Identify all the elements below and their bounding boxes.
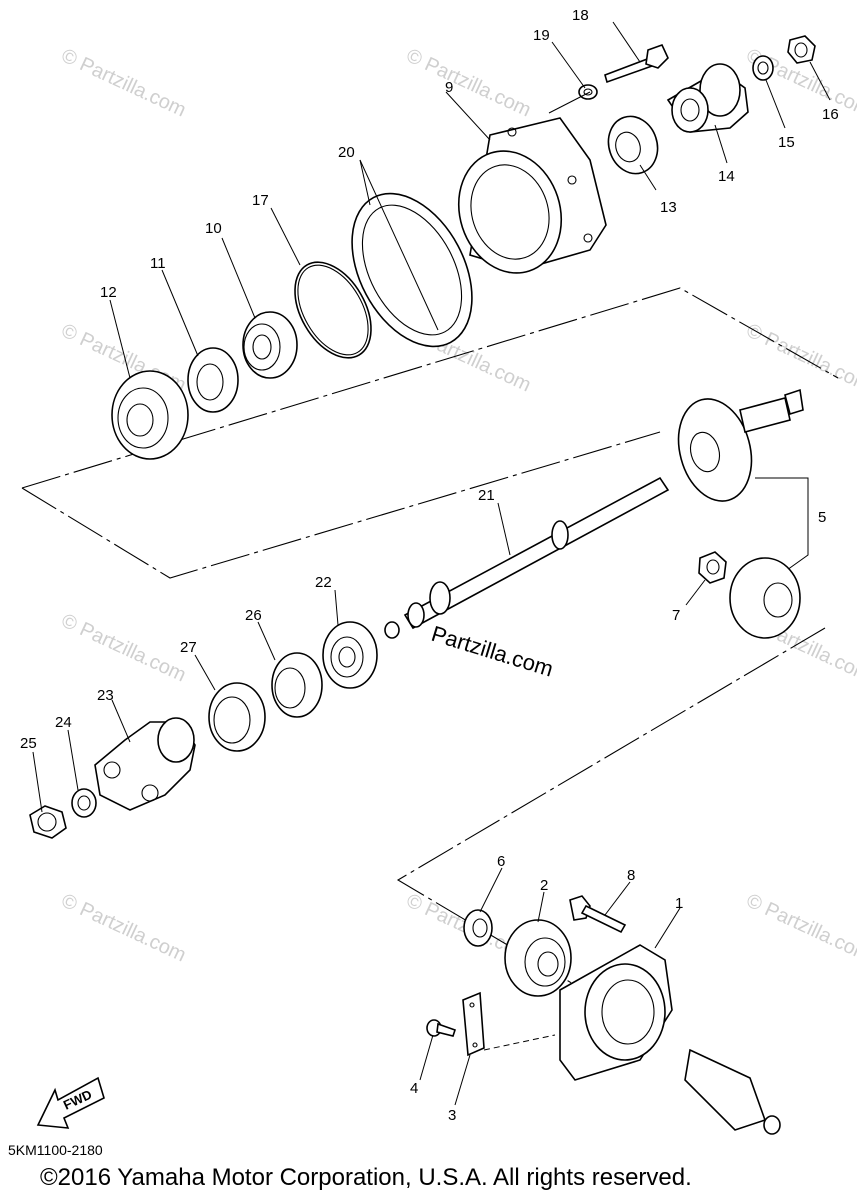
part-6-shim (463, 909, 493, 947)
watermark-1: © Partzilla.com (58, 45, 189, 122)
bracket-5 (755, 477, 809, 576)
outline-upper-bottom (21, 431, 661, 579)
part-7-nut (698, 551, 727, 584)
watermarks: © Partzilla.com © Partzilla.com © Partzi… (58, 45, 857, 967)
part-14-coupling (666, 63, 749, 133)
callout-10: 10 (205, 220, 222, 237)
lead-plate-housing (483, 1034, 556, 1051)
part-12-seal (111, 370, 189, 460)
part-25-nut (29, 805, 67, 839)
outline-lower (396, 627, 826, 989)
callout-15: 15 (778, 134, 795, 151)
callout-20: 20 (338, 144, 355, 161)
part-2-bearing (504, 919, 572, 997)
fwd-arrow-icon: FWD (36, 1076, 105, 1129)
part-23-yoke (94, 717, 196, 811)
callout-2: 2 (540, 877, 548, 894)
callout-14: 14 (718, 168, 735, 185)
watermark-6: © Partzilla.com (743, 320, 857, 397)
callout-6: 6 (497, 853, 505, 870)
watermark-7: © Partzilla.com (58, 610, 189, 687)
callout-4: 4 (410, 1080, 418, 1097)
part-10-bearing (242, 311, 298, 379)
callout-3: 3 (448, 1107, 456, 1124)
callout-19: 19 (533, 27, 550, 44)
part-11-spline-nut (187, 347, 239, 413)
callout-17: 17 (252, 192, 269, 209)
outline-upper-top (21, 287, 839, 489)
part-5-gear-set (677, 388, 804, 639)
part-22-bearing (322, 621, 378, 689)
part-8-bolt (569, 895, 627, 934)
diagram-code: 5KM1100-2180 (8, 1142, 103, 1158)
watermark-2: © Partzilla.com (403, 45, 534, 122)
part-19-washer (578, 84, 598, 100)
assembly-outlines (21, 287, 839, 989)
callout-23: 23 (97, 687, 114, 704)
callout-22: 22 (315, 574, 332, 591)
callout-11: 11 (150, 255, 166, 272)
callout-26: 26 (245, 607, 262, 624)
callout-25: 25 (20, 735, 37, 752)
callout-7: 7 (672, 607, 680, 624)
part-18-bolt (604, 44, 669, 84)
part-21-shaft (384, 476, 670, 639)
part-4-screw (426, 1019, 457, 1037)
part-17-o-ring (294, 261, 372, 359)
callout-24: 24 (55, 714, 72, 731)
part-13-seal (607, 115, 659, 175)
watermark-9: © Partzilla.com (58, 890, 189, 967)
part-24-washer (71, 788, 97, 818)
callout-18: 18 (572, 7, 589, 24)
part-15-washer (752, 55, 774, 81)
callout-27: 27 (180, 639, 197, 656)
part-26-ring-nut (271, 652, 323, 718)
watermark-11: © Partzilla.com (743, 890, 857, 967)
part-20-gasket (351, 192, 473, 348)
part-3-plate (462, 991, 485, 1057)
copyright-notice: ©2016 Yamaha Motor Corporation, U.S.A. A… (40, 1164, 692, 1191)
callout-16: 16 (822, 106, 839, 123)
leader-lines (32, 21, 831, 1106)
callout-8: 8 (627, 867, 635, 884)
callout-5: 5 (818, 509, 826, 526)
callouts: 1 2 3 4 5 6 7 8 9 10 11 12 13 14 15 16 1… (20, 7, 839, 1124)
part-1-housing (559, 944, 781, 1135)
part-9-housing (457, 117, 607, 274)
part-27-seal (208, 682, 266, 752)
callout-21: 21 (478, 487, 495, 504)
part-16-nut (787, 35, 816, 64)
callout-1: 1 (675, 895, 683, 912)
callout-13: 13 (660, 199, 677, 216)
callout-9: 9 (445, 79, 453, 96)
brand-watermark: Partzilla.com (429, 621, 557, 682)
callout-12: 12 (100, 284, 117, 301)
